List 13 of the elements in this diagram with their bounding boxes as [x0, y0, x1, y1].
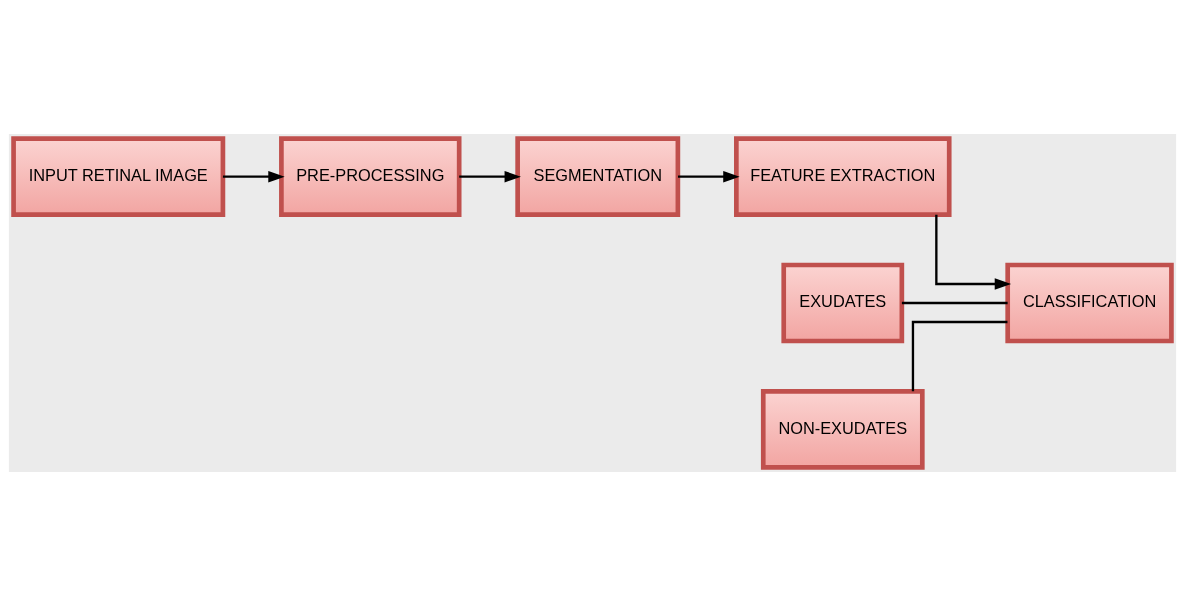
- node-box: EXUDATES: [781, 262, 905, 343]
- node-box: NON-EXUDATES: [760, 388, 925, 470]
- arrow: [935, 214, 1012, 290]
- node-box: FEATURE EXTRACTION: [734, 135, 952, 217]
- connector: [901, 301, 1008, 304]
- node-box: INPUT RETINAL IMAGE: [11, 135, 226, 217]
- arrow: [222, 170, 285, 182]
- node-box: PRE-PROCESSING: [279, 135, 462, 217]
- node-box: CLASSIFICATION: [1005, 262, 1174, 343]
- connector: [911, 320, 1008, 391]
- node-box: SEGMENTATION: [515, 135, 681, 217]
- arrow: [678, 170, 740, 182]
- arrow: [459, 170, 521, 182]
